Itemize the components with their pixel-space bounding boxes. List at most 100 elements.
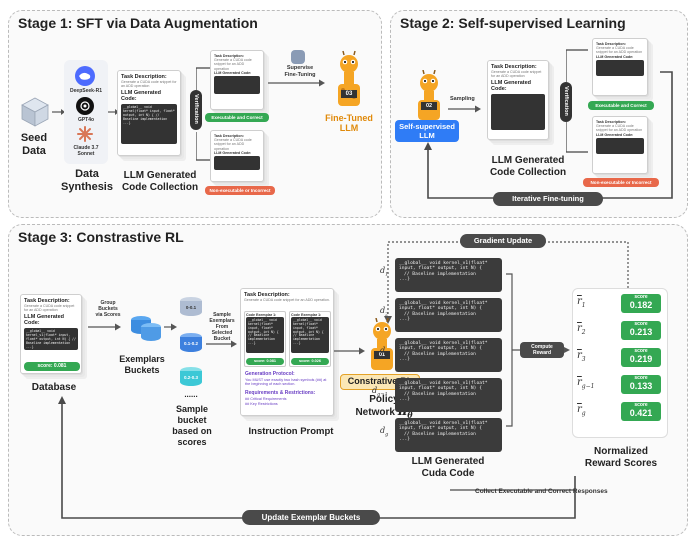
cuda-block-2: __global__ void kernel_v1(float*input, f… — [395, 298, 502, 332]
arrow-to-prompt — [206, 340, 237, 348]
stage2-exec-correct: Executable and Correct — [588, 101, 654, 110]
cuda-block-3: __global__ void kernel_v1(float*input, f… — [395, 338, 502, 372]
database-stack-icon — [131, 316, 161, 341]
update-loop-arrow — [58, 396, 576, 519]
policy-giraffe-icon — [371, 318, 393, 370]
arrow-db-to-buckets — [88, 323, 121, 331]
code-snippet: __global__ void kernel(float* input, flo… — [121, 104, 177, 145]
update-exemplar-buckets: Update Exemplar Buckets — [242, 510, 380, 525]
stage3-title: Stage 3: Constrastive RL — [18, 229, 184, 245]
policy-badge: 01 — [378, 352, 386, 358]
stage2-verification-badge — [560, 82, 572, 122]
theta-symbol: θ — [407, 410, 413, 420]
database-score: score: 0.081 — [24, 362, 80, 371]
task-text: Generate a CUDA code snippet for an ADD … — [121, 80, 177, 89]
stage1-code-card: Task Description: Generate a CUDA code s… — [117, 70, 181, 156]
collect-label: Collect Executable and Correct Responses — [475, 488, 608, 495]
bucket-3-icon — [180, 367, 202, 386]
req-line-1: ## Critical Requirements — [245, 397, 287, 401]
bucket-3-range: 0.2-0.3 — [183, 375, 198, 380]
protocol-title: Generation Protocol: — [245, 371, 295, 377]
d-label-2: d2 — [380, 306, 389, 318]
model-deepseek: DeepSeek-R1 — [70, 88, 102, 94]
bucket-1-range: 0-0.1 — [185, 305, 197, 310]
stage1-non-exec: Non-executable or Incorrect — [205, 186, 275, 195]
stage2-badge: 02 — [425, 103, 433, 109]
stage1-correct-card: Task Description: Generate a CUDA code s… — [210, 50, 264, 110]
bucket-1-icon — [180, 297, 202, 316]
stage2-correct-card: Task Description: Generate a CUDA code s… — [592, 38, 648, 96]
exemplar-1: Code Exemplar 1: __global__ void kernel(… — [244, 311, 286, 367]
req-line-2: ## Key Restrictions — [245, 402, 278, 406]
iterative-finetuning: Iterative Fine-tuning — [493, 192, 603, 206]
instruction-prompt-card: Task Description: Generate a CUDA code s… — [240, 288, 334, 416]
arrow-buckets-to-cylinders — [164, 323, 177, 331]
openai-knot-icon — [80, 101, 90, 111]
requirements-title: Requirements & Restrictions: — [245, 390, 316, 396]
bucket-2-icon — [180, 333, 202, 352]
code-label: LLM Generated Code: — [121, 90, 162, 103]
whale-icon — [79, 72, 91, 80]
arrow-seed-to-models — [52, 109, 65, 115]
r-label-g: rg — [577, 404, 586, 417]
d-label-1: d1 — [380, 266, 389, 278]
stage1-incorrect-card: Task Description: Generate a CUDA code s… — [210, 130, 264, 182]
cube-icon — [21, 97, 49, 127]
cuda-block-1: __global__ void kernel_v1(float*input, f… — [395, 258, 502, 292]
instruction-prompt-label: Instruction Prompt — [248, 426, 334, 437]
arrow-prompt-to-policy — [334, 347, 365, 355]
robot-icon — [291, 50, 305, 64]
stage1-exec-correct: Executable and Correct — [205, 113, 269, 122]
stage2-code-card: Task Description: Generate a CUDA code s… — [487, 60, 549, 140]
task-label: Task Description: — [121, 74, 167, 80]
verification-branch-lines — [196, 67, 212, 161]
r-label-2: r2 — [577, 323, 586, 336]
stage1-verification-badge — [190, 90, 202, 130]
database-card: Task Description: Generate a CUDA code s… — [20, 294, 82, 374]
database-label: Database — [31, 382, 77, 393]
stage2-non-exec: Non-executable or Incorrect — [583, 178, 659, 187]
bucket-dots: ...... — [184, 390, 198, 399]
stage2-branch-lines — [566, 49, 588, 153]
exemplar-2: Code Exemplar 1: __global__ void kernel(… — [289, 311, 331, 367]
iterative-loop-arrow — [424, 71, 673, 199]
cuda-block-4: __global__ void kernel_v1(float*input, f… — [395, 378, 502, 412]
giraffe-mascot-icon — [338, 50, 360, 106]
d-label-g-1: dg−1 — [372, 386, 388, 398]
giraffe-self-icon — [418, 70, 440, 120]
r-label-g-1: rg−1 — [577, 377, 595, 390]
r-label-3: r3 — [577, 350, 586, 363]
protocol-text: You MUST use exactly two hash symbols (#… — [245, 378, 327, 387]
model-gpt4o: GPT4o — [77, 117, 95, 123]
stage1-badge: 03 — [345, 91, 353, 97]
d-label-g: dg — [380, 426, 389, 438]
sampling-label: Sampling — [450, 96, 475, 102]
cuda-block-5: __global__ void kernel_v1(float*input, f… — [395, 418, 502, 452]
stage2-incorrect-card: Task Description: Generate a CUDA code s… — [592, 116, 648, 174]
arrow-sampling — [448, 105, 481, 113]
d-label-3: d3 — [380, 346, 389, 358]
r-label-1: r1 — [577, 296, 586, 309]
bucket-2-range: 0.1-0.2 — [183, 341, 198, 346]
claude-icon — [77, 126, 93, 142]
gradient-update-label: Gradient Update — [460, 234, 546, 248]
